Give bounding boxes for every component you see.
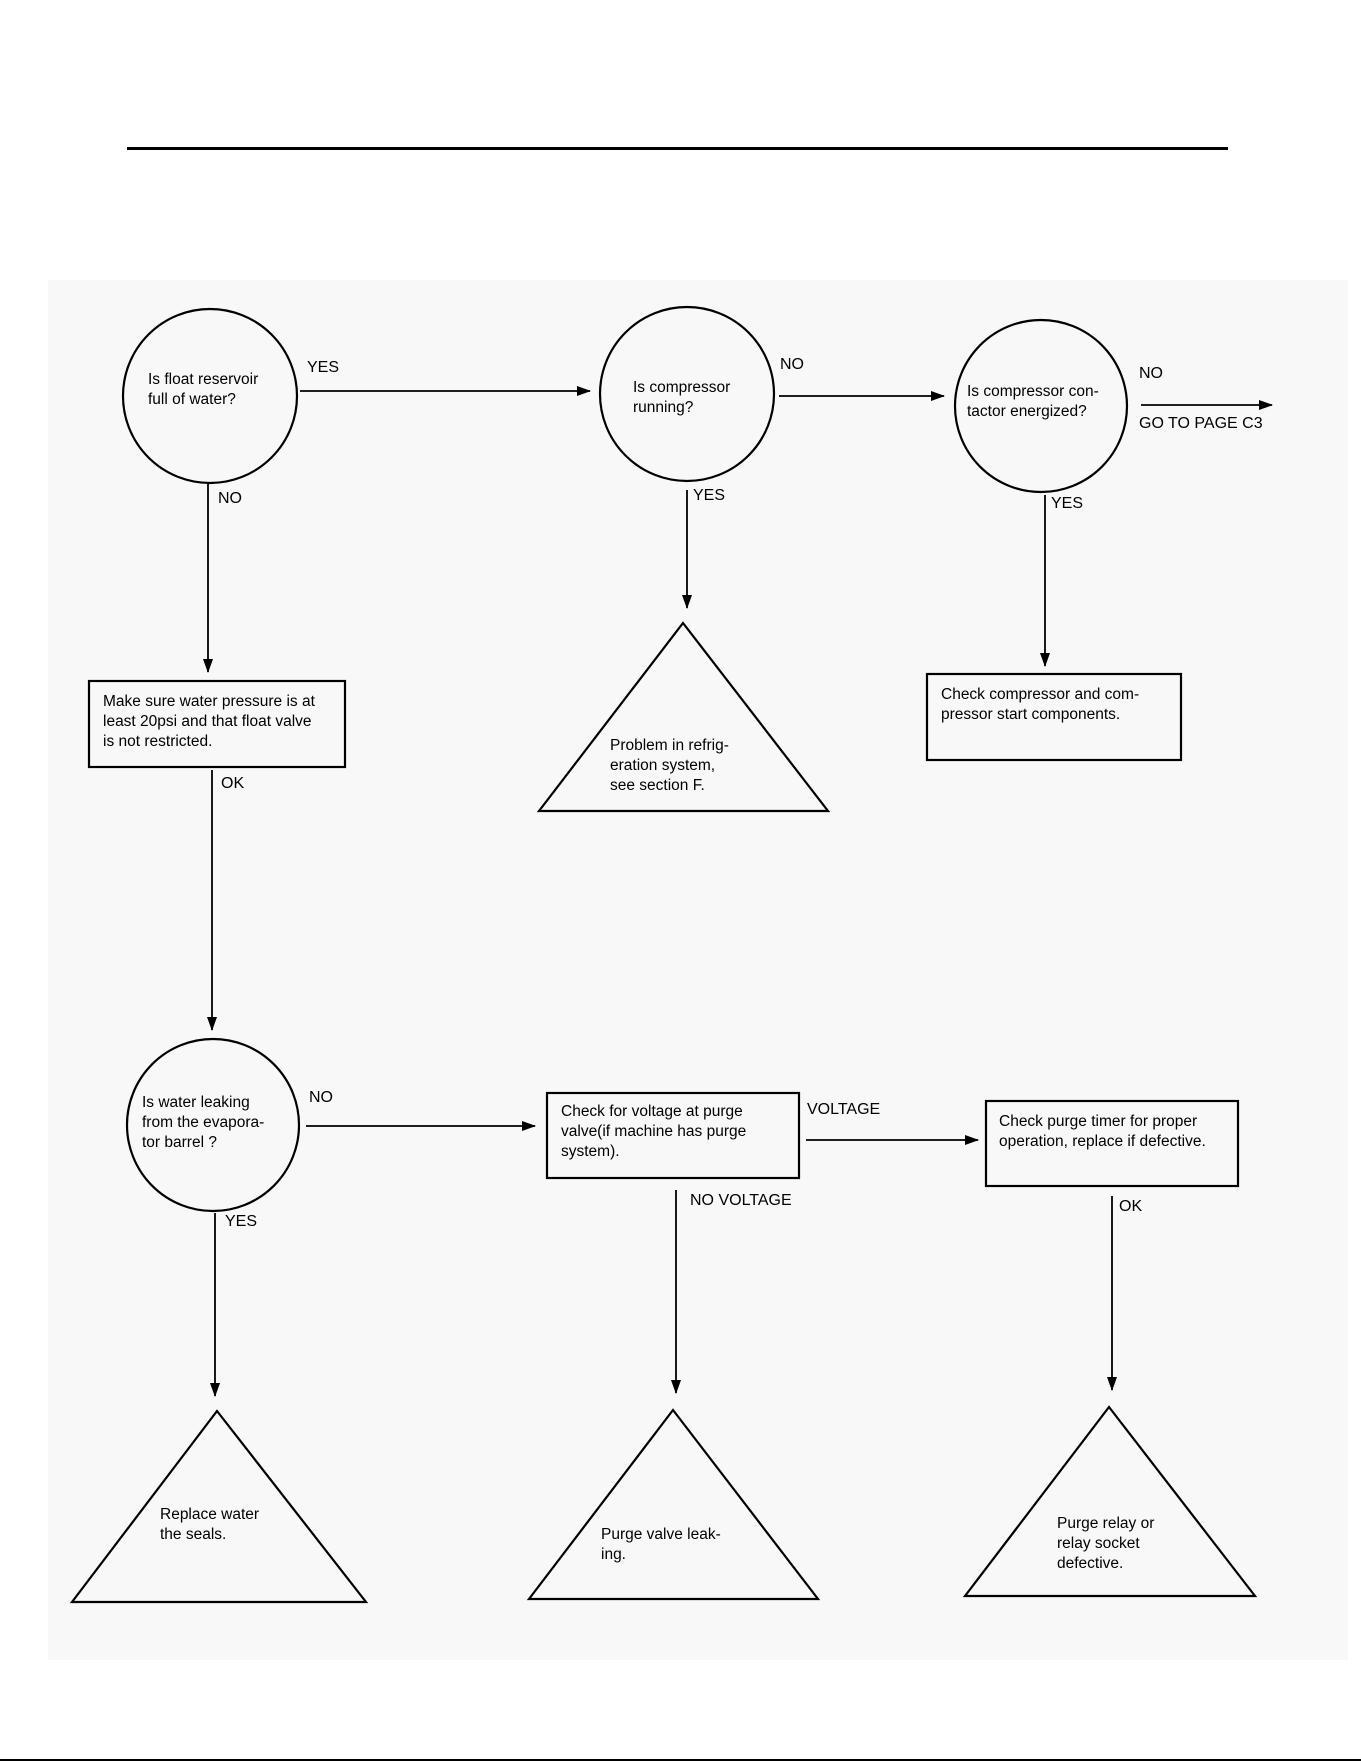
action-purge-timer-box: [984, 1099, 1240, 1188]
node-line: Purge relay or: [1057, 1515, 1154, 1532]
node-line: defective.: [1057, 1555, 1123, 1572]
node-line: Purge valve leak-: [601, 1526, 721, 1543]
node-text-replace-seals: Replace water the seals.: [160, 1506, 263, 1543]
terminal-purge-valve-triangle: [526, 1408, 821, 1601]
node-text-refrigeration: Problem in refrig- eration system, see s…: [610, 737, 733, 794]
node-line: Is water leaking: [142, 1094, 250, 1111]
node-line: see section F.: [610, 777, 705, 794]
node-text-check-compressor: Check compressor and com- pressor start …: [941, 686, 1143, 723]
node-line: Check for voltage at purge: [561, 1103, 743, 1120]
node-line: the seals.: [160, 1526, 226, 1543]
node-line: from the evapora-: [142, 1114, 264, 1131]
header-rule: [127, 147, 1228, 150]
node-text-water-leaking: Is water leaking from the evapora- tor b…: [142, 1094, 269, 1151]
decision-float-reservoir: [121, 307, 299, 485]
edge-label-running-no: NO: [780, 356, 804, 373]
terminal-replace-seals-triangle: [69, 1409, 369, 1604]
node-line: Make sure water pressure is at: [103, 693, 316, 710]
node-line: relay socket: [1057, 1535, 1140, 1552]
goto-page-label: GO TO PAGE C3: [1139, 415, 1263, 432]
edge-label-leak-yes: YES: [225, 1213, 257, 1230]
node-line: Is float reservoir: [148, 371, 258, 388]
node-line: Replace water: [160, 1506, 259, 1523]
edge-label-contactor-yes: YES: [1051, 495, 1083, 512]
node-line: Check purge timer for proper: [999, 1113, 1197, 1130]
node-line: ing.: [601, 1546, 626, 1563]
node-line: is not restricted.: [103, 733, 212, 750]
node-line: valve(if machine has purge: [561, 1123, 746, 1140]
node-text-purge-relay: Purge relay or relay socket defective.: [1057, 1515, 1159, 1572]
node-line: Problem in refrig-: [610, 737, 729, 754]
node-line: least 20psi and that float valve: [103, 713, 312, 730]
node-line: Check compressor and com-: [941, 686, 1139, 703]
node-line: tactor energized?: [967, 403, 1087, 420]
node-line: system).: [561, 1143, 620, 1160]
edge-label-voltage: VOLTAGE: [807, 1101, 880, 1118]
node-text-compressor-running: Is compressor running?: [633, 379, 735, 416]
node-text-water-pressure: Make sure water pressure is at least 20p…: [103, 693, 319, 750]
edge-label-float-yes: YES: [307, 359, 339, 376]
edge-label-contactor-no: NO: [1139, 365, 1163, 382]
node-line: Is compressor con-: [967, 383, 1099, 400]
node-text-check-voltage: Check for voltage at purge valve(if mach…: [561, 1103, 751, 1160]
node-line: pressor start components.: [941, 706, 1120, 723]
node-line: tor barrel ?: [142, 1134, 217, 1151]
terminal-purge-relay-triangle: [962, 1405, 1258, 1598]
footer-rule: [0, 1759, 1361, 1761]
edge-label-pressure-ok: OK: [221, 775, 244, 792]
flowchart-panel: [48, 280, 1348, 1660]
decision-water-leaking: [125, 1037, 301, 1213]
node-text-float-reservoir: Is float reservoir full of water?: [148, 371, 263, 408]
edge-label-float-no: NO: [218, 490, 242, 507]
edge-label-running-yes: YES: [693, 487, 725, 504]
node-line: Is compressor: [633, 379, 730, 396]
node-line: operation, replace if defective.: [999, 1133, 1206, 1150]
node-text-purge-timer: Check purge timer for proper operation, …: [999, 1113, 1206, 1150]
edge-label-no-voltage: NO VOLTAGE: [690, 1192, 792, 1209]
node-text-contactor-energized: Is compressor con- tactor energized?: [967, 383, 1103, 420]
edge-label-timer-ok: OK: [1119, 1198, 1142, 1215]
action-check-voltage-box: [545, 1091, 801, 1180]
action-water-pressure-box: [87, 679, 347, 769]
edge-label-leak-no: NO: [309, 1089, 333, 1106]
node-line: full of water?: [148, 391, 236, 408]
decision-compressor-running: [598, 305, 776, 483]
action-check-compressor-box: [925, 672, 1183, 762]
decision-contactor-energized: [953, 318, 1129, 494]
terminal-refrigeration-triangle: [536, 621, 831, 813]
node-line: running?: [633, 399, 694, 416]
node-text-purge-valve: Purge valve leak- ing.: [601, 1526, 725, 1563]
node-line: eration system,: [610, 757, 715, 774]
